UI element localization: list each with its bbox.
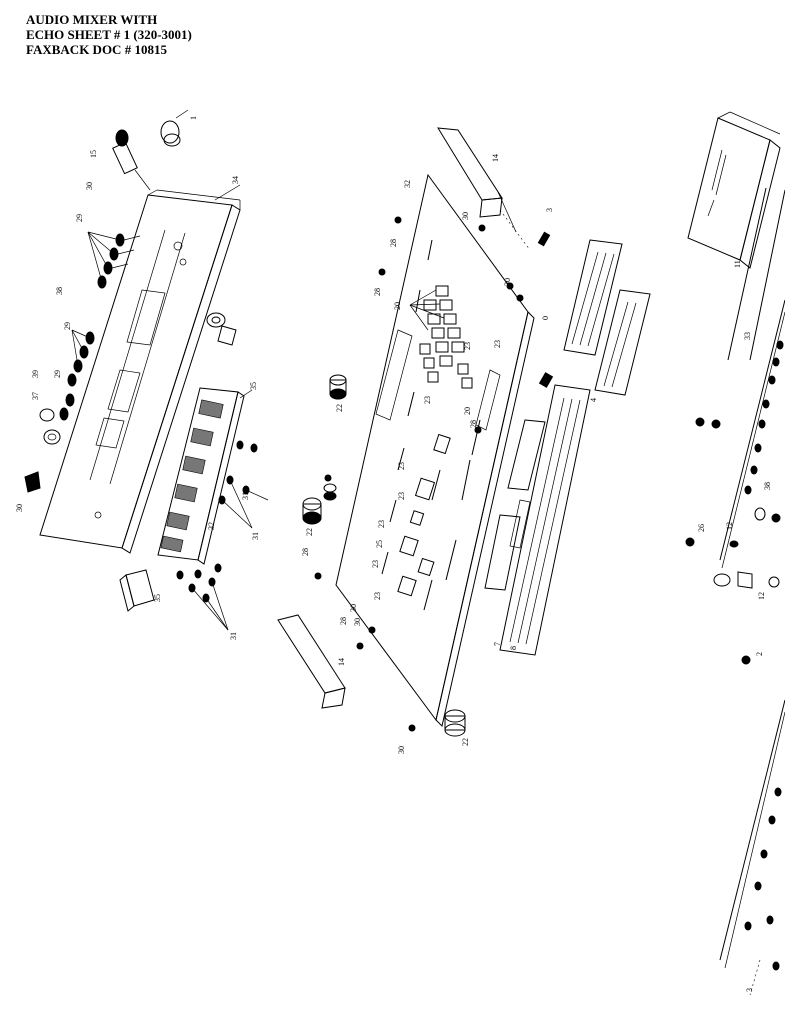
- callout-middle-21: 23: [371, 560, 380, 568]
- screws-top-plate: [314, 216, 524, 732]
- xlr-connector: [112, 129, 151, 191]
- callout-right-5: 12: [757, 592, 766, 600]
- callout-right-0: 11: [733, 260, 742, 268]
- rear-panel-assembly: [24, 109, 241, 554]
- callout-left-7: 39: [31, 370, 40, 378]
- screw-head-icon: [24, 471, 41, 493]
- callout-middle-0: 14: [491, 154, 500, 162]
- callout-left-1: 15: [89, 150, 98, 158]
- washer-icon: [206, 312, 226, 328]
- callout-middle-6: 30: [503, 278, 512, 286]
- side-rail-screws: [744, 340, 784, 495]
- callout-right-6: 2: [755, 652, 764, 656]
- callout-left-8: 29: [53, 370, 62, 378]
- callout-middle-11: 23: [423, 396, 432, 404]
- callout-left-10: 30: [15, 504, 24, 512]
- callout-middle-25: 28: [339, 617, 348, 625]
- callout-middle-27: 7: [493, 642, 502, 646]
- callout-right-1: 33: [743, 332, 752, 340]
- callout-left-4: 29: [75, 214, 84, 222]
- header-title-line-3: FAXBACK DOC # 10815: [26, 42, 167, 57]
- callout-left-2: 30: [85, 182, 94, 190]
- callout-middle-12: 23: [463, 342, 472, 350]
- callout-middle-29: 14: [337, 658, 346, 666]
- callout-right-4: 38: [763, 482, 772, 490]
- callout-labels-middle: 1430323282830202302223232820423232325222…: [301, 154, 598, 754]
- callout-middle-26: 30: [353, 618, 362, 626]
- callout-left-12: 31: [241, 492, 250, 500]
- callout-middle-23: 28: [301, 548, 310, 556]
- rotary-knob-22c: [323, 483, 337, 501]
- callout-middle-13: 28: [469, 420, 478, 428]
- callout-middle-19: 25: [375, 540, 384, 548]
- callout-middle-4: 28: [389, 239, 398, 247]
- callout-left-6: 29: [63, 322, 72, 330]
- callout-middle-5: 28: [373, 288, 382, 296]
- nut-icon: [217, 325, 237, 346]
- jack-group-lower: [59, 393, 75, 421]
- callout-left-13: 32: [207, 522, 216, 530]
- slide-fader-knobs: [397, 433, 451, 597]
- callout-middle-1: 30: [461, 212, 470, 220]
- callout-labels-left: 1 15 30 34 29 38 29 39 29 37 30 35 31 32 31 35 31: [15, 116, 260, 640]
- callout-labels-right: 11 33 12 26 38 12 2 3: [697, 260, 772, 992]
- callout-left-9: 37: [31, 392, 40, 400]
- callout-right-2: 12: [725, 522, 734, 530]
- callout-middle-31: 22: [461, 738, 470, 746]
- callout-left-16: 31: [229, 632, 238, 640]
- callout-left-11: 35: [249, 382, 258, 390]
- callout-middle-10: 22: [335, 404, 344, 412]
- callout-middle-8: 23: [493, 340, 502, 348]
- callout-middle-28: 8: [509, 646, 518, 650]
- rear-jack-pcb: [157, 387, 269, 565]
- rotary-knob-1: [160, 120, 181, 147]
- callout-middle-30: 30: [397, 746, 406, 754]
- callout-middle-18: 23: [377, 520, 386, 528]
- callout-middle-9: 0: [541, 316, 550, 320]
- cabinet-assembly: [685, 111, 785, 996]
- callout-middle-17: 23: [397, 492, 406, 500]
- callout-left-5: 38: [55, 287, 64, 295]
- callout-left-14: 31: [251, 532, 260, 540]
- callout-middle-3: 3: [545, 208, 554, 212]
- callout-middle-22: 30: [349, 604, 358, 612]
- callout-middle-16: 23: [397, 462, 406, 470]
- callout-middle-20: 22: [305, 528, 314, 536]
- callout-middle-2: 32: [403, 180, 412, 188]
- callout-right-7: 3: [745, 988, 754, 992]
- rotary-knob-22b: [302, 497, 322, 525]
- callout-middle-24: 23: [373, 592, 382, 600]
- header-title-line-2: ECHO SHEET # 1 (320-3001): [26, 27, 192, 42]
- fader-slots: [381, 239, 481, 611]
- top-plate-assembly: [277, 127, 554, 737]
- header-title-line-1: AUDIO MIXER WITH: [26, 12, 158, 27]
- callout-left-3: 34: [231, 176, 240, 184]
- cabinet-label: [707, 149, 727, 217]
- callout-middle-7: 20: [393, 302, 402, 310]
- lower-rail-screws: [744, 787, 782, 971]
- callout-middle-14: 20: [463, 407, 472, 415]
- callout-left-15: 35: [153, 594, 162, 602]
- callout-left-0: 1: [189, 116, 198, 120]
- callout-right-3: 26: [697, 524, 706, 532]
- circuit-boards: [484, 239, 651, 656]
- callout-middle-15: 4: [589, 398, 598, 402]
- rotary-knob-22d: [444, 709, 466, 737]
- rotary-knob-22a: [329, 374, 347, 400]
- button-cluster: [419, 285, 473, 389]
- power-block: [119, 563, 229, 631]
- document-header: AUDIO MIXER WITH ECHO SHEET # 1 (320-300…: [26, 12, 192, 57]
